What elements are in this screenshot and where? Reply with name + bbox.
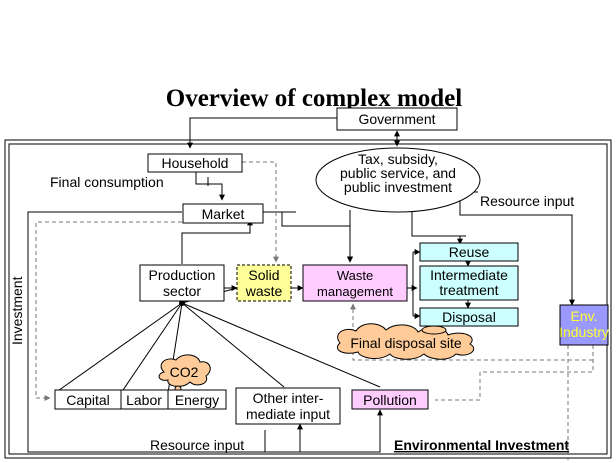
other-input-line-1: Other inter-	[253, 390, 324, 406]
tax-line-2: public service, and	[340, 165, 456, 181]
connectors	[27, 117, 594, 460]
environmental-investment-label: Environmental Investment	[394, 437, 569, 453]
production-line-1: Production	[149, 267, 216, 283]
tax-subsidy-node	[315, 147, 481, 213]
env-industry-node	[559, 304, 609, 346]
disposal-node	[419, 307, 519, 327]
other-input-line-2: mediate input	[246, 406, 330, 422]
solid-waste-node	[236, 264, 292, 302]
capital-label: Capital	[66, 392, 110, 408]
final-disposal-site-cloud	[336, 323, 475, 360]
disposal-label: Disposal	[442, 309, 496, 325]
household-label: Household	[162, 155, 229, 171]
investment-label: Investment	[9, 276, 25, 345]
tax-line-1: Tax, subsidy,	[358, 151, 438, 167]
government-label: Government	[358, 111, 435, 127]
final-disposal-label: Final disposal site	[350, 335, 461, 351]
other-intermediate-input-node	[235, 387, 341, 425]
resource-input-top-label: Resource input	[480, 193, 574, 209]
pollution-node	[351, 389, 429, 410]
labor-label: Labor	[126, 392, 162, 408]
energy-node	[167, 389, 227, 410]
waste-mgmt-line-2: management	[317, 284, 393, 299]
energy-label: Energy	[175, 392, 219, 408]
reuse-node	[419, 242, 519, 262]
final-consumption-label: Final consumption	[50, 174, 164, 190]
reuse-label: Reuse	[449, 244, 490, 260]
market-label: Market	[202, 206, 245, 222]
intermediate-treatment-node	[419, 265, 519, 301]
co2-cloud	[158, 354, 211, 393]
solid-waste-line-1: Solid	[248, 267, 279, 283]
production-sector-node	[139, 264, 225, 302]
intermediate-line-2: treatment	[439, 282, 498, 298]
env-industry-line-1: Env.	[571, 308, 598, 324]
market-node	[182, 203, 264, 224]
waste-management-node	[302, 264, 408, 302]
co2-label: CO2	[170, 364, 199, 380]
intermediate-line-1: Intermediate	[430, 267, 508, 283]
production-line-2: sector	[163, 283, 201, 299]
government-node	[336, 107, 458, 131]
pollution-label: Pollution	[363, 392, 417, 408]
outer-frame	[4, 139, 612, 459]
solid-waste-line-2: waste	[245, 283, 283, 299]
household-node	[147, 153, 243, 173]
inner-frame	[8, 143, 608, 455]
resource-input-bottom-label: Resource input	[150, 437, 244, 453]
tax-line-3: public investment	[344, 179, 452, 195]
waste-mgmt-line-1: Waste	[337, 268, 373, 283]
env-industry-line-2: Industry	[559, 324, 609, 340]
